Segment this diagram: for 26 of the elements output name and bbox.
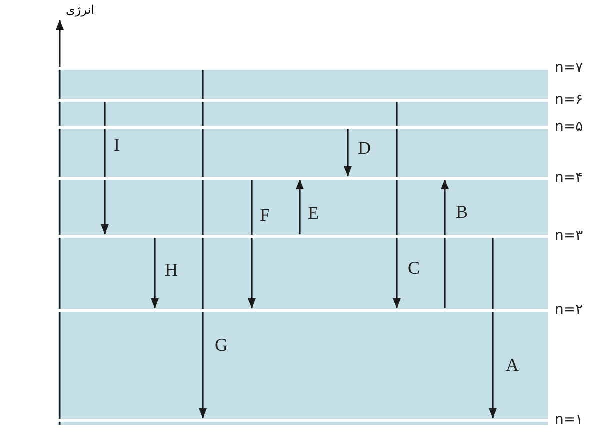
edge-label: D: [358, 138, 371, 158]
level-label: n=۱: [555, 410, 584, 430]
edge-label: G: [215, 335, 228, 355]
level-label: n=۷: [555, 58, 584, 78]
level-label: n=۵: [555, 118, 584, 136]
edge-label: E: [308, 203, 319, 223]
edge-label: I: [114, 135, 120, 155]
transition-arrow: [489, 238, 497, 418]
level-label: n=۳: [555, 226, 584, 246]
edge-label: C: [408, 258, 420, 278]
transition-arrow: [441, 180, 449, 308]
transition-arrow: [248, 180, 256, 308]
level-label: n=۲: [555, 300, 584, 320]
transition-arrow: [151, 238, 159, 308]
level-label: n=۶: [555, 90, 584, 110]
edge-label: A: [506, 355, 519, 375]
edge-label: B: [456, 202, 468, 222]
level-label: n=۴: [555, 168, 584, 188]
transition-arrow: [393, 102, 401, 308]
edge-label: F: [260, 205, 270, 225]
axis-label: انرژی: [66, 2, 94, 18]
edge-label: H: [165, 260, 178, 280]
transition-arrow: [101, 102, 109, 234]
transition-arrow: [296, 180, 304, 234]
transition-arrow: [344, 128, 352, 176]
transition-arrow: [199, 70, 207, 418]
